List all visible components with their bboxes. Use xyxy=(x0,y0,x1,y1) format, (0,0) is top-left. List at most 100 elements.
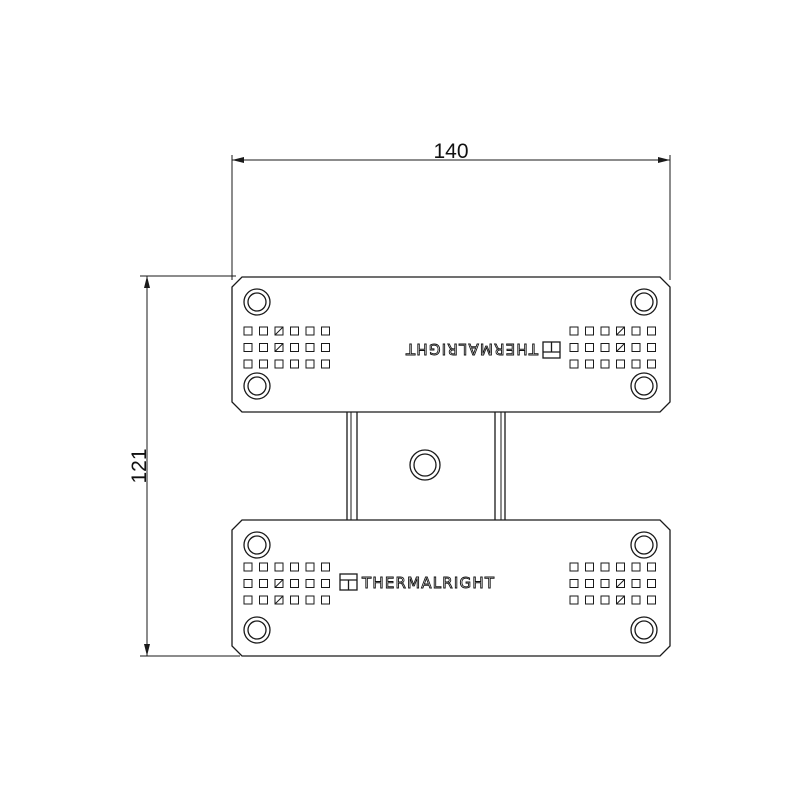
vent-square xyxy=(585,343,594,352)
vent-square xyxy=(600,579,610,588)
bottom-plate-brand-text: THERMALRIGHT xyxy=(361,574,495,592)
vent-square-notch xyxy=(616,595,625,605)
vent-square xyxy=(290,343,299,352)
vent-square xyxy=(569,359,579,369)
bottom-plate-mounting-holes xyxy=(243,531,658,644)
vent-square xyxy=(321,359,330,369)
top-plate-mounting-holes xyxy=(243,288,658,400)
width-arrow-left xyxy=(232,157,244,163)
vent-square xyxy=(647,595,656,605)
vent-square xyxy=(274,343,284,352)
vent-square xyxy=(616,326,625,336)
vent-square xyxy=(631,595,641,605)
vent-square xyxy=(616,562,625,572)
vent-square xyxy=(243,359,253,369)
center-strip xyxy=(346,412,506,520)
width-dimension: 140 xyxy=(231,140,671,280)
vent-square xyxy=(290,579,299,588)
vent-square xyxy=(616,343,625,352)
vent-square xyxy=(321,595,330,605)
top-plate-brand-text: THERMALRIGHT xyxy=(405,340,539,358)
top-plate: THERMALRIGHT xyxy=(231,276,671,413)
vent-square xyxy=(600,343,610,352)
vent-square xyxy=(585,579,594,588)
vent-square-notch xyxy=(274,579,284,588)
height-arrow-top xyxy=(144,276,150,288)
vent-square-notch xyxy=(274,326,284,336)
vent-square xyxy=(243,326,253,336)
vent-square-notch xyxy=(274,595,284,605)
vent-square-notch xyxy=(616,579,625,588)
vent-square xyxy=(305,562,315,572)
vent-square xyxy=(585,326,594,336)
vent-square xyxy=(569,595,579,605)
center-mounting-hole xyxy=(409,449,441,481)
vent-square xyxy=(243,343,253,352)
vent-square xyxy=(243,562,253,572)
vent-square xyxy=(290,562,299,572)
vent-square xyxy=(647,326,656,336)
thermalright-logo-icon xyxy=(339,573,358,591)
top-plate-vent-grid-right xyxy=(569,326,656,369)
bottom-plate-vent-grid-right xyxy=(569,562,656,605)
vent-square xyxy=(321,562,330,572)
vent-square xyxy=(274,562,284,572)
vent-square xyxy=(616,595,625,605)
vent-square xyxy=(321,579,330,588)
vent-square xyxy=(259,343,268,352)
vent-square xyxy=(647,579,656,588)
height-arrow-bottom xyxy=(144,644,150,656)
vent-square xyxy=(274,359,284,369)
vent-square xyxy=(600,595,610,605)
vent-square xyxy=(290,359,299,369)
vent-square xyxy=(259,579,268,588)
vent-square-notch xyxy=(616,343,625,352)
height-dimension: 121 xyxy=(128,275,240,657)
vent-square xyxy=(274,579,284,588)
thermalright-logo-icon xyxy=(542,341,561,359)
vent-square xyxy=(274,595,284,605)
vent-square xyxy=(585,359,594,369)
vent-square xyxy=(305,343,315,352)
vent-square xyxy=(569,562,579,572)
vent-square xyxy=(305,326,315,336)
vent-square xyxy=(616,359,625,369)
vent-square xyxy=(274,326,284,336)
vent-square xyxy=(305,359,315,369)
vent-square xyxy=(600,326,610,336)
vent-square xyxy=(569,343,579,352)
vent-square xyxy=(631,562,641,572)
vent-square xyxy=(321,343,330,352)
vent-square xyxy=(321,326,330,336)
vent-square xyxy=(616,579,625,588)
width-arrow-right xyxy=(658,157,670,163)
vent-square xyxy=(569,326,579,336)
vent-square xyxy=(305,579,315,588)
vent-square xyxy=(631,359,641,369)
vent-square-notch xyxy=(274,343,284,352)
vent-square xyxy=(290,326,299,336)
vent-square xyxy=(243,579,253,588)
bottom-plate-vent-grid-left xyxy=(243,562,330,605)
vent-square xyxy=(585,595,594,605)
vent-square xyxy=(259,595,268,605)
width-dimension-label: 140 xyxy=(433,140,468,163)
vent-square xyxy=(259,562,268,572)
top-plate-logo: THERMALRIGHT xyxy=(404,340,561,359)
vent-square xyxy=(585,562,594,572)
vent-square xyxy=(569,579,579,588)
vent-square xyxy=(631,343,641,352)
vent-square xyxy=(259,326,268,336)
vent-square xyxy=(631,326,641,336)
vent-square xyxy=(243,595,253,605)
vent-square xyxy=(647,359,656,369)
height-dimension-label: 121 xyxy=(128,448,151,483)
vent-square xyxy=(290,595,299,605)
bottom-plate-logo: THERMALRIGHT xyxy=(339,573,495,592)
vent-square xyxy=(631,579,641,588)
vent-square xyxy=(647,562,656,572)
vent-square xyxy=(600,359,610,369)
vent-square xyxy=(259,359,268,369)
bottom-plate: THERMALRIGHT xyxy=(231,519,671,657)
